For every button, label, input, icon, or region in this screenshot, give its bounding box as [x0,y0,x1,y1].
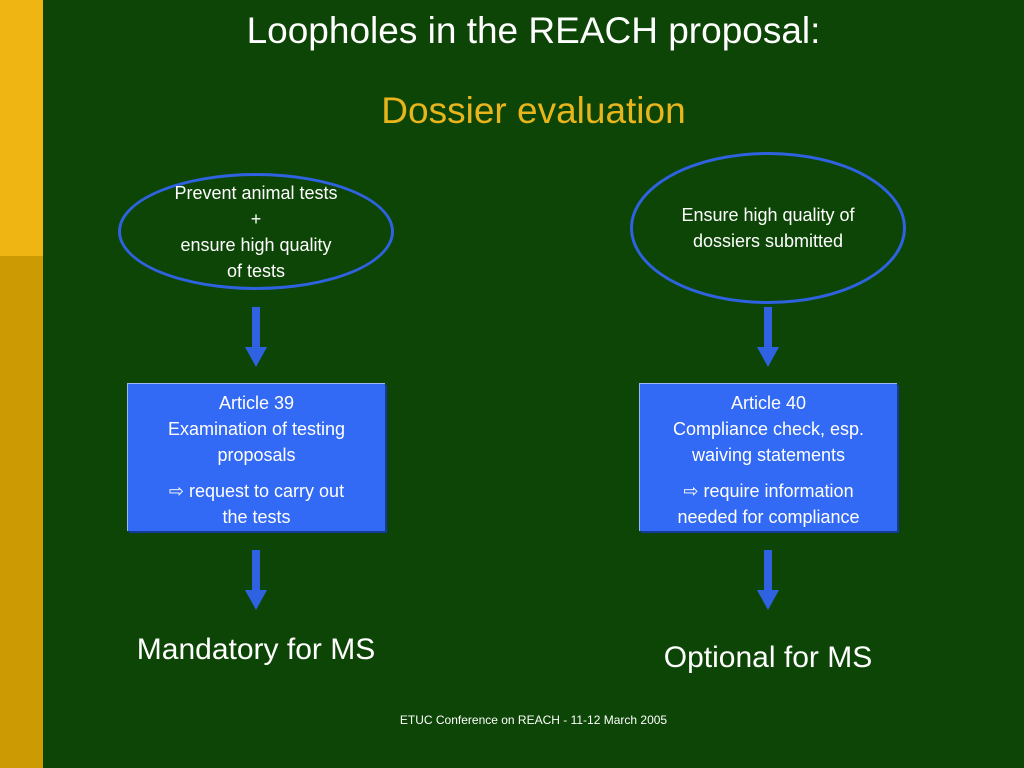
article-40-heading: Article 40 Compliance check, esp. waivin… [672,393,865,465]
sidebar-accent-top [0,0,43,256]
slide-footer: ETUC Conference on REACH - 11-12 March 2… [399,713,668,727]
article-39-result: ⇨ request to carry out the tests [168,481,345,527]
left-arrow-down-1 [245,307,267,367]
slide-subtitle: Dossier evaluation [381,90,686,131]
right-goal-text: Ensure high quality of dossiers submitte… [681,205,855,251]
slide-title: Loopholes in the REACH proposal: [246,10,821,51]
left-goal-text: Prevent animal tests + ensure high quali… [174,183,338,281]
article-39-heading: Article 39 Examination of testing propos… [167,393,346,465]
right-outcome: Optional for MS [663,641,873,674]
left-arrow-down-2 [245,550,267,610]
left-goal-ellipse: Prevent animal tests + ensure high quali… [118,173,394,290]
left-outcome: Mandatory for MS [136,633,376,666]
article-39-box: Article 39 Examination of testing propos… [127,383,385,531]
right-goal-ellipse: Ensure high quality of dossiers submitte… [630,152,906,304]
right-arrow-down-1 [757,307,779,367]
article-40-result: ⇨ require information needed for complia… [677,481,860,527]
sidebar-accent-bottom [0,256,43,768]
right-arrow-down-2 [757,550,779,610]
article-40-box: Article 40 Compliance check, esp. waivin… [639,383,897,531]
